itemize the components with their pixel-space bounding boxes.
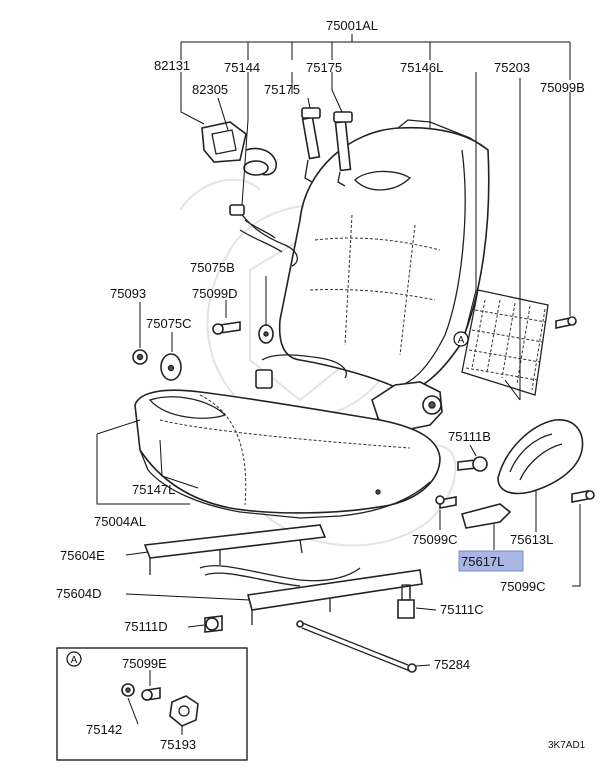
label-75604D: 75604D: [56, 586, 102, 601]
label-75099C-b: 75099C: [500, 579, 546, 594]
label-75613L: 75613L: [510, 532, 553, 547]
label-75146L: 75146L: [400, 60, 443, 75]
seat-back: [278, 119, 490, 393]
label-75193: 75193: [160, 737, 196, 752]
label-75111B: 75111B: [448, 429, 491, 444]
label-75075C: 75075C: [146, 316, 192, 331]
label-75099D: 75099D: [192, 286, 238, 301]
cable-75284: [296, 620, 417, 673]
label-75111C: 75111C: [440, 602, 484, 617]
label-75093: 75093: [110, 286, 146, 301]
label-75099E: 75099E: [122, 656, 167, 671]
label-75099C-a: 75099C: [412, 532, 458, 547]
callout-letter: A: [458, 335, 465, 346]
detail-box-a: A: [56, 647, 248, 761]
label-75001AL: 75001AL: [326, 18, 378, 33]
label-75147L: 75147L: [132, 482, 175, 497]
figure-code: 3K7AD1: [548, 740, 586, 751]
part-labels: 75001AL 82131 75144 75175 75146L 75203 7…: [56, 18, 586, 752]
label-75111D: 75111D: [124, 619, 168, 634]
label-75142: 75142: [86, 722, 122, 737]
seat-rails: [143, 524, 423, 625]
connector-82131: [201, 121, 277, 176]
seat-cushion: [134, 389, 441, 519]
label-75099B: 75099B: [540, 80, 585, 95]
label-75144: 75144: [224, 60, 260, 75]
headrest-guides: [301, 107, 353, 187]
label-75617L: 75617L: [461, 554, 504, 569]
label-75604E: 75604E: [60, 548, 105, 563]
label-75284: 75284: [434, 657, 470, 672]
side-shield: [461, 419, 584, 529]
label-82131: 82131: [154, 58, 190, 73]
fasteners: [132, 316, 595, 633]
label-75004AL: 75004AL: [94, 514, 146, 529]
label-75175-b: 75175: [264, 82, 300, 97]
net-pocket: [461, 289, 549, 396]
leader-lines: [96, 34, 581, 667]
detail-letter: A: [71, 655, 78, 666]
highlight-75617L: [458, 550, 524, 572]
callout-a: A: [453, 331, 469, 347]
label-75075B: 75075B: [190, 260, 235, 275]
label-82305: 82305: [192, 82, 228, 97]
wire-harness: [229, 204, 347, 389]
label-75175-a: 75175: [306, 60, 342, 75]
label-75203: 75203: [494, 60, 530, 75]
